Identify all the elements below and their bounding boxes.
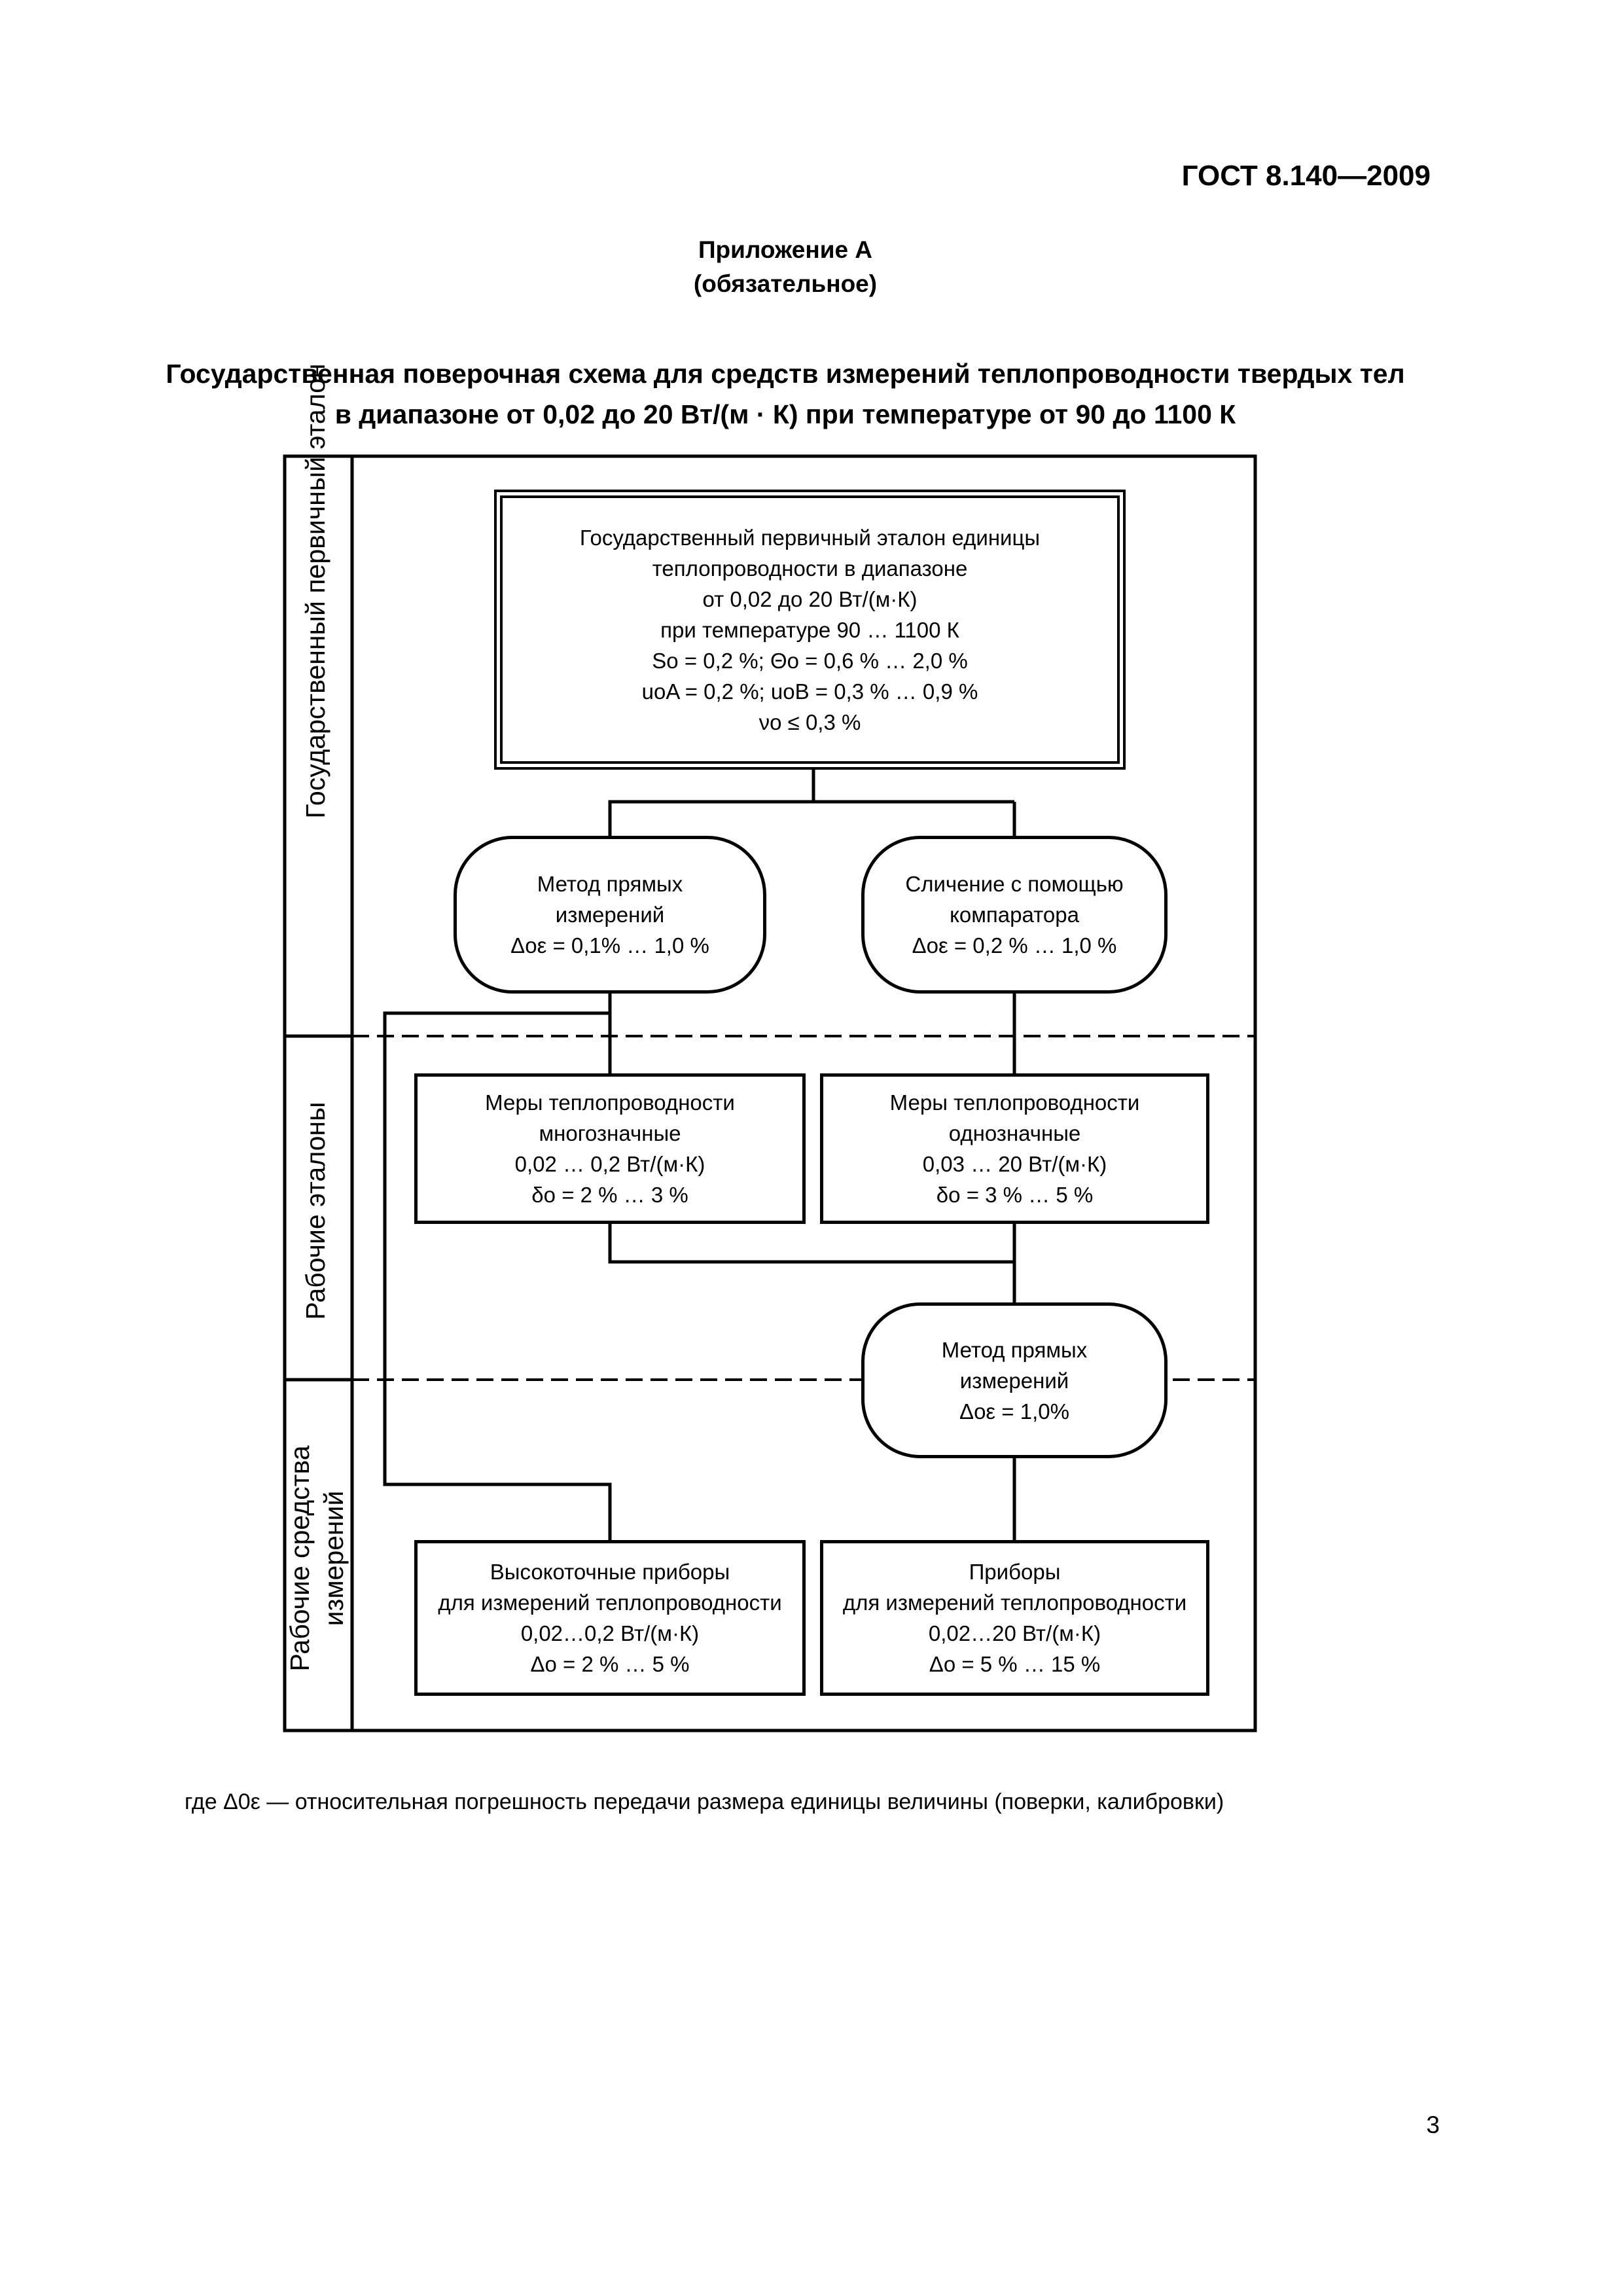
scheme-title-line2: в диапазоне от 0,02 до 20 Вт/(м · К) при… bbox=[334, 399, 1236, 429]
connector-primary-to-methods bbox=[608, 770, 815, 836]
method-direct-top-line2: измерений bbox=[555, 903, 665, 927]
comparator-method: Сличение с помощью компаратора Δоε = 0,2… bbox=[861, 836, 1168, 994]
measures-multivalued-box: Меры теплопроводности многозначные 0,02 … bbox=[414, 1073, 806, 1224]
section-label-working-instruments-line2: измерений bbox=[319, 1490, 349, 1626]
connector-multi-merge bbox=[608, 1224, 1014, 1264]
page-number: 3 bbox=[1426, 2111, 1440, 2138]
instruments-high-line2: для измерений теплопроводности bbox=[438, 1590, 782, 1615]
primary-standard-s-theta: Sо = 0,2 %; Θо = 0,6 % … 2,0 % bbox=[652, 648, 968, 673]
scheme-title: Государственная поверочная схема для сре… bbox=[79, 353, 1492, 435]
method-direct-bottom: Метод прямых измерений Δоε = 1,0% bbox=[861, 1302, 1168, 1458]
instruments-box: Приборы для измерений теплопроводности 0… bbox=[820, 1540, 1209, 1696]
appendix-heading: Приложение А (обязательное) bbox=[0, 233, 1571, 301]
connector-bypass-to-high-precision bbox=[383, 1011, 612, 1540]
instruments-high-range: 0,02…0,2 Вт/(м·К) bbox=[520, 1621, 700, 1645]
section-label-working-instruments: Рабочие средства измерений bbox=[283, 1394, 355, 1723]
primary-standard-box: Государственный первичный эталон единицы… bbox=[494, 490, 1126, 770]
method-direct-top: Метод прямых измерений Δоε = 0,1% … 1,0 … bbox=[454, 836, 766, 994]
appendix-title: Приложение А bbox=[698, 236, 873, 263]
high-precision-instruments-box: Высокоточные приборы для измерений тепло… bbox=[414, 1540, 806, 1696]
section-label-working-standards: Рабочие эталоны bbox=[300, 1102, 330, 1320]
primary-standard-temperature: при температуре 90 … 1100 К bbox=[660, 617, 959, 642]
diagram-frame bbox=[283, 454, 1257, 1732]
method-direct-bottom-line1: Метод прямых bbox=[941, 1337, 1088, 1362]
instruments-high-line1: Высокоточные приборы bbox=[490, 1560, 730, 1584]
method-direct-bottom-line2: измерений bbox=[959, 1368, 1069, 1393]
primary-standard-line1: Государственный первичный эталон единицы bbox=[579, 525, 1041, 550]
method-direct-top-error: Δоε = 0,1% … 1,0 % bbox=[510, 933, 709, 958]
measures-multi-line1: Меры теплопроводности bbox=[485, 1090, 735, 1115]
measures-multi-error: δо = 2 % … 3 % bbox=[531, 1183, 688, 1207]
measures-multi-range: 0,02 … 0,2 Вт/(м·К) bbox=[514, 1152, 705, 1176]
comparator-error: Δоε = 0,2 % … 1,0 % bbox=[912, 933, 1117, 958]
measures-multi-line2: многозначные bbox=[539, 1121, 681, 1145]
comparator-line1: Сличение с помощью bbox=[905, 872, 1124, 896]
instruments-line2: для измерений теплопроводности bbox=[842, 1590, 1187, 1615]
method-direct-top-line1: Метод прямых bbox=[537, 872, 683, 896]
comparator-line2: компаратора bbox=[950, 903, 1079, 927]
instruments-range: 0,02…20 Вт/(м·К) bbox=[928, 1621, 1101, 1645]
section-label-primary: Государственный первичный эталон bbox=[300, 363, 330, 819]
section-label-working-instruments-line1: Рабочие средства bbox=[285, 1445, 315, 1672]
primary-standard-range: от 0,02 до 20 Вт/(м·К) bbox=[702, 586, 918, 611]
instruments-high-error: Δо = 2 % … 5 % bbox=[530, 1652, 690, 1676]
appendix-status: (обязательное) bbox=[693, 270, 878, 297]
instruments-error: Δо = 5 % … 15 % bbox=[929, 1652, 1101, 1676]
measures-single-range: 0,03 … 20 Вт/(м·К) bbox=[922, 1152, 1107, 1176]
measures-single-valued-box: Меры теплопроводности однозначные 0,03 …… bbox=[820, 1073, 1209, 1224]
footnote: где Δ0ε — относительная погрешность пере… bbox=[185, 1789, 1224, 1814]
method-direct-bottom-error: Δоε = 1,0% bbox=[959, 1399, 1069, 1424]
instruments-line1: Приборы bbox=[969, 1560, 1061, 1584]
measures-single-line2: однозначные bbox=[948, 1121, 1081, 1145]
primary-standard-nu: νо ≤ 0,3 % bbox=[758, 709, 861, 734]
primary-standard-uncertainty: uоA = 0,2 %; uоB = 0,3 % … 0,9 % bbox=[641, 679, 978, 704]
scheme-title-line1: Государственная поверочная схема для сре… bbox=[166, 359, 1405, 389]
primary-standard-line2: теплопроводности в диапазоне bbox=[652, 556, 968, 581]
measures-single-error: δо = 3 % … 5 % bbox=[936, 1183, 1094, 1207]
measures-single-line1: Меры теплопроводности bbox=[889, 1090, 1140, 1115]
document-code: ГОСТ 8.140—2009 bbox=[1181, 160, 1431, 192]
